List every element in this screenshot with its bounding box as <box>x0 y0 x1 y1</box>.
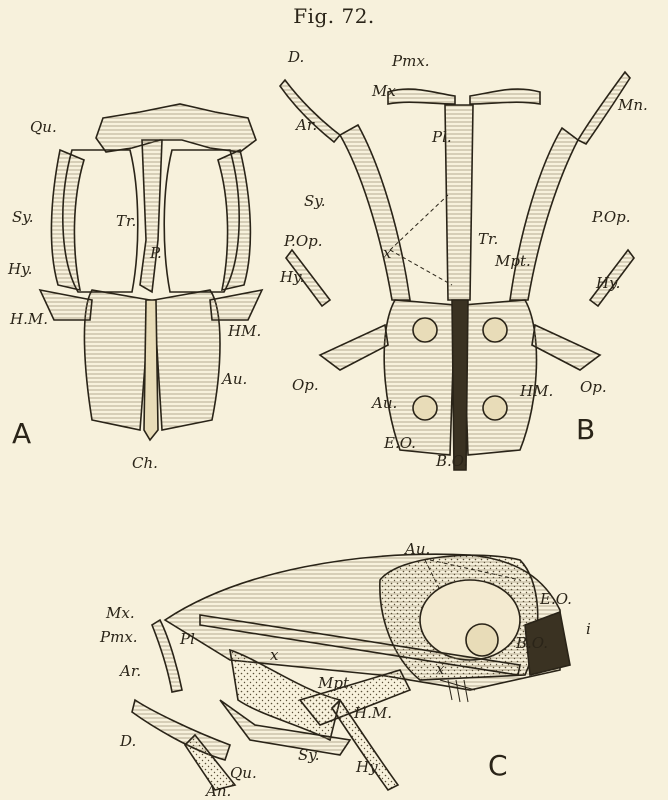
panel-c-label-mx: Mx. <box>106 606 135 621</box>
panel-b-label-d: D. <box>288 50 304 65</box>
panel-b-label-pmx: Pmx. <box>392 54 430 69</box>
panel-c-label-d: D. <box>120 734 136 749</box>
panel-c-label-i: i <box>586 622 591 637</box>
panel-b-drawing <box>280 72 634 470</box>
panel-c-label-ar: Ar. <box>120 664 141 679</box>
panel-c-label-mpt: Mpt. <box>318 676 354 691</box>
panel-c-label-sy: Sy. <box>298 748 320 763</box>
panel-b-label-hy-right: Hy. <box>596 276 620 291</box>
panel-c-label-bo: B.O. <box>516 636 548 651</box>
panel-b-letter: B <box>576 416 595 444</box>
panel-c-label-an: An. <box>206 784 231 799</box>
panel-a-label-hm-right: HM. <box>228 324 261 339</box>
panel-b-label-ar: Ar. <box>296 118 317 133</box>
panel-a-label-hy: Hy. <box>8 262 32 277</box>
panel-b-label-mx: Mx <box>372 84 396 99</box>
panel-b-label-op-right: Op. <box>580 380 607 395</box>
panel-b-label-hy-left: Hy. <box>280 270 304 285</box>
panel-b-label-pl: Pl. <box>432 130 452 145</box>
panel-b-label-pop-left: P.Op. <box>284 234 323 249</box>
panel-a-drawing <box>40 104 262 440</box>
panel-a-label-au: Au. <box>222 372 247 387</box>
panel-b-label-hm: HM. <box>520 384 553 399</box>
panel-a-label-ch: Ch. <box>132 456 158 471</box>
panel-b-label-pop-right: P.Op. <box>592 210 631 225</box>
panel-c-label-qu: Qu. <box>230 766 257 781</box>
panel-c-label-x-upper: x <box>270 648 278 663</box>
panel-a-label-hm-left: H.M. <box>10 312 48 327</box>
panel-c-label-eo: E.O. <box>540 592 572 607</box>
panel-a-label-p: P. <box>150 246 162 261</box>
panel-b-label-op-left: Op. <box>292 378 319 393</box>
panel-c-letter: C <box>488 752 508 780</box>
panel-c-label-au: Au. <box>405 542 430 557</box>
panel-b-label-x: x <box>383 246 391 261</box>
panel-c-label-hm: H.M. <box>354 706 392 721</box>
panel-a-label-sy: Sy. <box>12 210 34 225</box>
panel-c-label-x-lower: x <box>436 662 444 677</box>
panel-b-label-tr: Tr. <box>478 232 498 247</box>
panel-c-label-hy: Hy <box>356 760 378 775</box>
panel-a-label-qu: Qu. <box>30 120 57 135</box>
panel-b-label-bo: B.O. <box>436 454 468 469</box>
panel-a-letter: A <box>12 420 31 448</box>
panel-b-label-eo: E.O. <box>384 436 416 451</box>
panel-b-label-sy: Sy. <box>304 194 326 209</box>
panel-c-label-pl: Pl <box>180 632 195 647</box>
panel-c-label-pmx: Pmx. <box>100 630 138 645</box>
panel-a-label-tr: Tr. <box>116 214 136 229</box>
panel-b-label-au: Au. <box>372 396 397 411</box>
panel-b-label-mn: Mn. <box>618 98 648 113</box>
panel-b-label-mpt: Mpt. <box>495 254 531 269</box>
